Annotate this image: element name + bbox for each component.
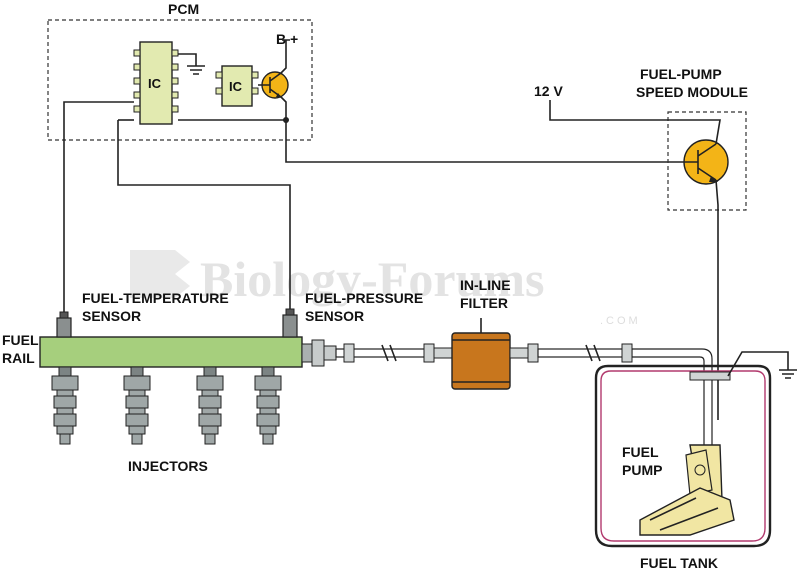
wire-pressure-sensor xyxy=(117,120,291,315)
speed-module-box xyxy=(667,111,747,211)
fuel-line-filter-to-tank xyxy=(509,343,713,445)
watermark: Biology-Forums .COM xyxy=(130,250,641,327)
tank-ground-icon xyxy=(727,351,797,379)
fuel-tank-label: FUEL TANK xyxy=(640,555,718,571)
speed-module-transistor-icon xyxy=(549,100,729,420)
fuel-press-sensor-label-line2: SENSOR xyxy=(305,308,364,324)
twelve-volt-label: 12 V xyxy=(534,83,563,99)
injectors-group xyxy=(51,366,282,445)
pcm-label: PCM xyxy=(168,1,199,17)
watermark-suffix: .COM xyxy=(600,315,641,327)
injector-2-icon xyxy=(123,366,151,445)
fuel-rail-label-line2: RAIL xyxy=(2,350,35,366)
line-break-icon xyxy=(381,344,397,362)
speed-module-label-line1: FUEL-PUMP xyxy=(640,66,722,82)
fuel-rail-label-line1: FUEL xyxy=(2,332,39,348)
injector-3-icon xyxy=(196,366,224,445)
injectors-label: INJECTORS xyxy=(128,458,208,474)
fuel-pump-icon xyxy=(639,444,735,536)
ic-chip-1-label: IC xyxy=(148,76,162,91)
wire-pcm-to-module xyxy=(285,120,684,163)
pcm-ground-icon xyxy=(178,53,205,75)
fuel-pressure-sensor-icon xyxy=(282,308,298,338)
inline-filter-label-line1: IN-LINE xyxy=(460,277,511,293)
speed-module-label-line2: SPEED MODULE xyxy=(636,84,748,100)
pcm-transistor-icon xyxy=(258,48,289,120)
fuel-pump-label-line1: FUEL xyxy=(622,444,659,460)
fuel-temperature-sensor-icon xyxy=(56,311,72,338)
fuel-pump-label-line2: PUMP xyxy=(622,462,662,478)
b-plus-terminal xyxy=(282,39,290,48)
watermark-brand: Biology-Forums xyxy=(200,251,544,307)
inline-filter xyxy=(451,318,511,390)
fuel-tank xyxy=(594,364,772,548)
fuel-temp-sensor-label-line2: SENSOR xyxy=(82,308,141,324)
ic-chip-1: IC xyxy=(133,41,179,125)
ic-chip-2: IC xyxy=(215,65,259,107)
inline-filter-label-line2: FILTER xyxy=(460,295,508,311)
line-break-icon-2 xyxy=(585,344,601,362)
injector-4-icon xyxy=(254,366,282,445)
injector-1-icon xyxy=(51,366,79,445)
fuel-press-sensor-label-line1: FUEL-PRESSURE xyxy=(305,290,423,306)
pcm-box xyxy=(47,19,313,141)
ic-chip-2-label: IC xyxy=(229,79,243,94)
fuel-rail xyxy=(39,336,303,368)
fuel-temp-sensor-label-line1: FUEL-TEMPERATURE xyxy=(82,290,229,306)
fuel-line-rail-to-filter xyxy=(335,343,453,363)
rail-fitting xyxy=(301,339,337,367)
watermark-logo xyxy=(130,250,190,298)
b-plus-label: B + xyxy=(276,31,298,47)
wire-temp-sensor xyxy=(63,101,134,318)
